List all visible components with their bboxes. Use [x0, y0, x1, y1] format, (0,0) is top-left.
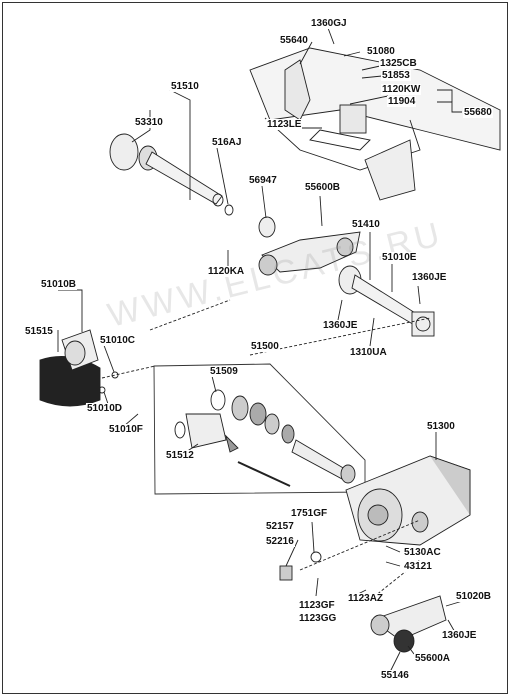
part-label-516AJ[interactable]: 516AJ: [211, 137, 243, 148]
part-label-1123GG[interactable]: 1123GG: [298, 613, 338, 624]
part-label-5130AC[interactable]: 5130AC: [403, 547, 442, 558]
part-label-53310[interactable]: 53310: [134, 117, 164, 128]
part-label-1120KW[interactable]: 1120KW: [381, 84, 422, 95]
part-label-51010E[interactable]: 51010E: [381, 252, 418, 263]
part-label-51853[interactable]: 51853: [381, 70, 411, 81]
part-label-55600A[interactable]: 55600A: [414, 653, 452, 664]
part-label-1123GF[interactable]: 1123GF: [298, 600, 336, 611]
part-label-1325CB[interactable]: 1325CB: [379, 58, 418, 69]
part-label-51080[interactable]: 51080: [366, 46, 396, 57]
part-label-51512[interactable]: 51512: [165, 450, 195, 461]
part-label-1360JE-mid[interactable]: 1360JE: [322, 320, 359, 331]
part-label-51010C[interactable]: 51010C: [99, 335, 137, 346]
part-label-52157[interactable]: 52157: [265, 521, 295, 532]
part-label-52216[interactable]: 52216: [265, 536, 295, 547]
part-label-1360JE-right[interactable]: 1360JE: [411, 272, 448, 283]
part-label-56947[interactable]: 56947: [248, 175, 278, 186]
part-label-51010F[interactable]: 51010F: [108, 424, 144, 435]
part-label-1123AZ[interactable]: 1123AZ: [347, 593, 385, 604]
part-label-1310UA[interactable]: 1310UA: [349, 347, 388, 358]
part-label-1123LE[interactable]: 1123LE: [266, 119, 303, 130]
part-label-55600B[interactable]: 55600B: [304, 182, 342, 193]
part-label-51515[interactable]: 51515: [24, 326, 54, 337]
part-label-1360JE-bottom[interactable]: 1360JE: [441, 630, 478, 641]
part-label-1751GF[interactable]: 1751GF: [290, 508, 329, 519]
part-label-51509[interactable]: 51509: [209, 366, 239, 377]
part-label-51510[interactable]: 51510: [170, 81, 200, 92]
part-label-1120KA[interactable]: 1120KA: [207, 266, 246, 277]
part-label-51500[interactable]: 51500: [250, 341, 280, 352]
part-label-55680[interactable]: 55680: [463, 107, 493, 118]
part-label-51410[interactable]: 51410: [351, 219, 381, 230]
part-label-51010D[interactable]: 51010D: [86, 403, 124, 414]
part-label-11904[interactable]: 11904: [387, 96, 417, 107]
part-label-43121[interactable]: 43121: [403, 561, 433, 572]
part-label-51010B[interactable]: 51010B: [40, 279, 78, 290]
part-label-51020B[interactable]: 51020B: [455, 591, 493, 602]
part-label-51300[interactable]: 51300: [426, 421, 456, 432]
part-label-55640[interactable]: 55640: [279, 35, 309, 46]
part-label-1360GJ-top[interactable]: 1360GJ: [310, 18, 348, 29]
part-label-55146[interactable]: 55146: [380, 670, 410, 681]
diagram-frame: [2, 2, 508, 694]
